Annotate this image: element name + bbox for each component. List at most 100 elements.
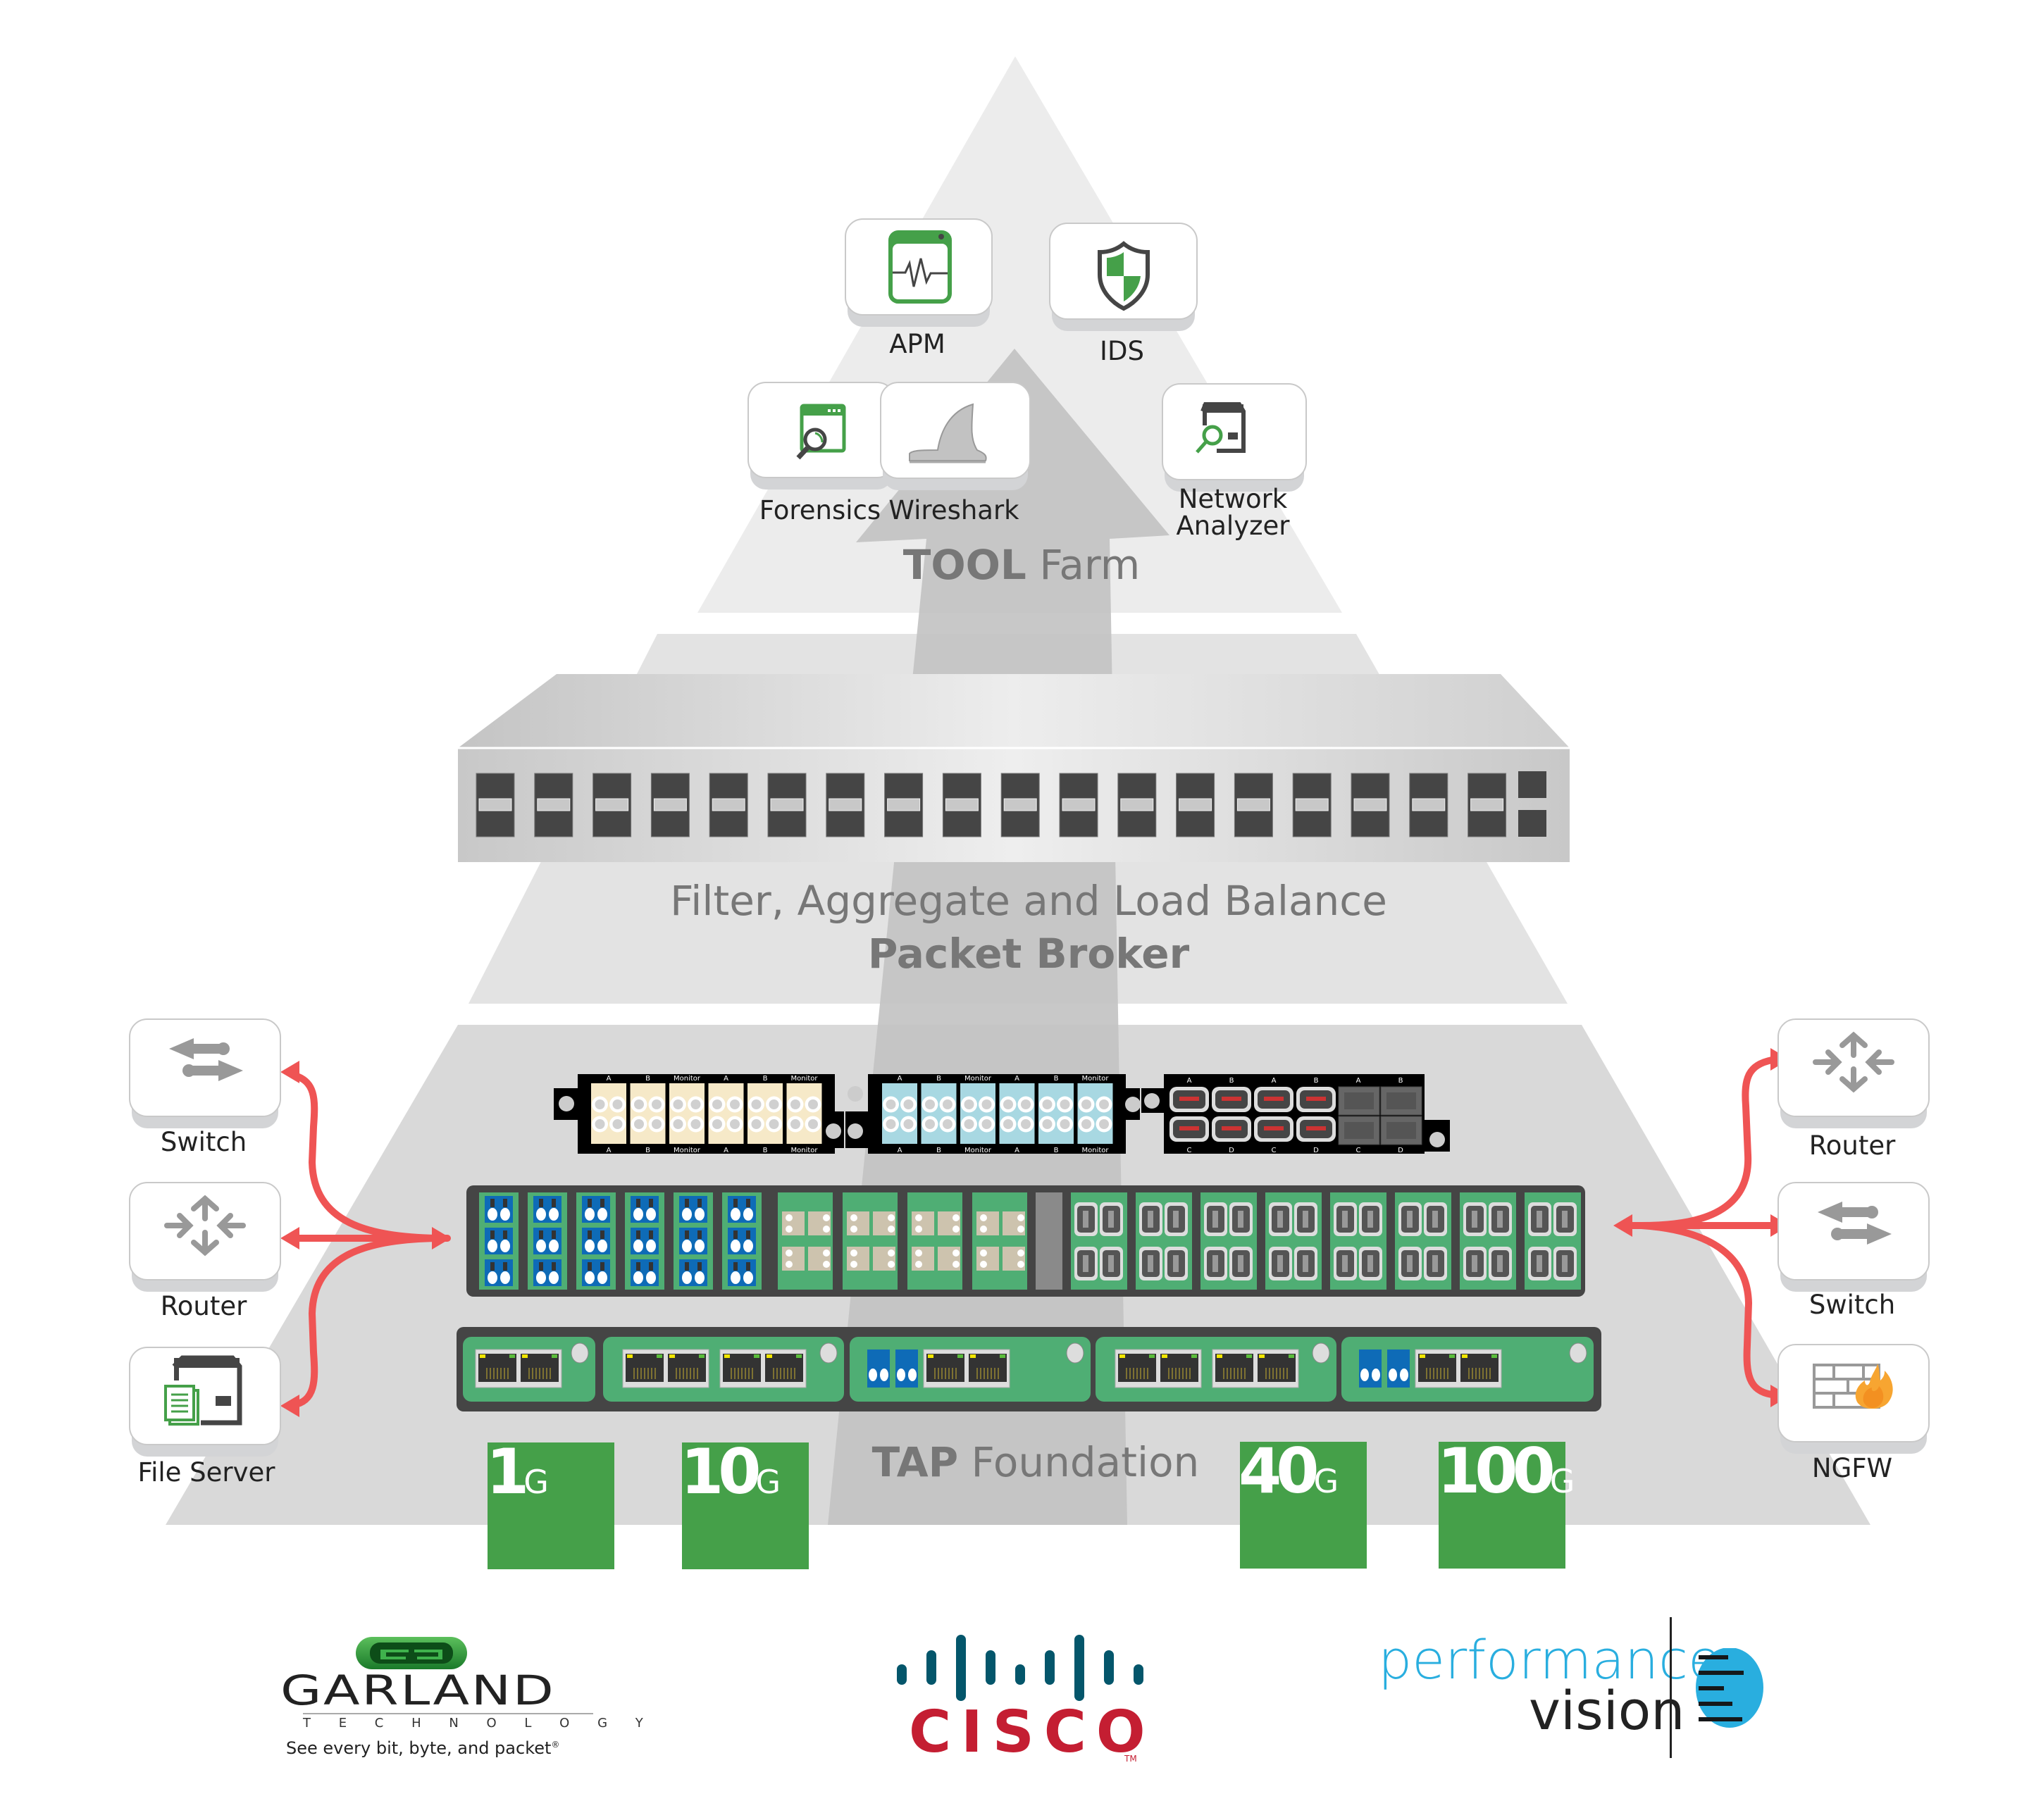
lc-adapter	[786, 1083, 822, 1144]
speed-badge-1g: 1G	[486, 1438, 614, 1569]
port-label-top: B	[645, 1075, 650, 1083]
tool-label-network-analyzer: Network Analyzer	[1148, 486, 1317, 540]
tool-label-analyzer: Analyzer	[1176, 511, 1290, 541]
port-label-top: A	[1272, 1077, 1277, 1085]
garland-emblem-icon	[356, 1637, 467, 1669]
network-analyzer-icon	[1196, 402, 1246, 454]
left-device-label-router: Router	[160, 1291, 247, 1321]
tool-tile-apm[interactable]	[845, 218, 993, 316]
port-label-top: Monitor	[1081, 1075, 1109, 1083]
performance-vision-line2: vision	[1529, 1679, 1685, 1742]
shield-icon	[1098, 241, 1150, 311]
garland-logo: GARLAND T E C H N O L O G Y See every bi…	[275, 1627, 643, 1768]
router-icon	[164, 1195, 246, 1257]
packet-broker-title: Packet Broker	[867, 930, 1190, 978]
right-device-label-router: Router	[1808, 1130, 1896, 1161]
port-label-bottom: B	[645, 1147, 650, 1154]
lc-port-pair	[1387, 1350, 1410, 1388]
lc-adapter	[591, 1083, 626, 1144]
tool-label-wireshark: Wireshark	[888, 495, 1019, 525]
garland-registered-mark: ®	[551, 1740, 560, 1750]
right-device-router[interactable]	[1777, 1018, 1930, 1117]
garland-wordmark: GARLAND	[280, 1666, 556, 1714]
port-label-bottom: B	[763, 1147, 768, 1154]
port-label-bottom: A	[898, 1147, 902, 1154]
performance-vision-divider	[1670, 1617, 1672, 1758]
tap-foundation-title: TAP Foundation	[817, 1438, 1254, 1486]
tool-label-network: Network	[1178, 484, 1288, 514]
packet-broker-rj45-port	[1518, 771, 1546, 798]
port-label-bottom: C	[1272, 1147, 1277, 1154]
port-label-top: Monitor	[964, 1075, 992, 1083]
left-device-file-server[interactable]	[129, 1347, 281, 1445]
garland-subtitle: T E C H N O L O G Y	[303, 1716, 655, 1731]
port-label-bottom: D	[1398, 1147, 1403, 1154]
tool-farm-title-bold: TOOL	[902, 541, 1026, 589]
router-icon	[1813, 1031, 1894, 1093]
performance-vision-line1: performance	[1378, 1628, 1721, 1691]
tool-farm-title: TOOL Farm	[803, 541, 1240, 589]
port-label-bottom: B	[936, 1147, 941, 1154]
port-label-top: B	[1314, 1077, 1319, 1085]
lc-adapter	[999, 1083, 1035, 1144]
right-device-label-switch: Switch	[1808, 1290, 1896, 1320]
lc-adapter	[708, 1083, 744, 1144]
tap-module-sc	[972, 1192, 1027, 1290]
port-label-bottom: B	[1054, 1147, 1059, 1154]
port-label-bottom: C	[1187, 1147, 1192, 1154]
tool-tile-forensics[interactable]	[747, 382, 895, 478]
lc-adapter	[669, 1083, 705, 1144]
packet-broker-rj45-port	[1518, 810, 1546, 837]
cisco-wordmark: CISCO	[909, 1699, 1155, 1766]
left-device-label-file-server: File Server	[137, 1457, 275, 1488]
forensics-search-icon	[796, 404, 846, 460]
tap-foundation-title-rest: Foundation	[958, 1438, 1200, 1486]
port-label-top: B	[1229, 1077, 1234, 1085]
cisco-bars-icon	[897, 1635, 1143, 1701]
tool-label-forensics: Forensics	[759, 495, 881, 525]
lc-adapter	[747, 1083, 783, 1144]
port-label-top: Monitor	[790, 1075, 818, 1083]
port-label-top: B	[936, 1075, 941, 1083]
port-label-top: A	[607, 1075, 612, 1083]
tap-module-separator	[1036, 1192, 1062, 1290]
tap-module-sc	[778, 1192, 833, 1290]
tap-module-sc	[843, 1192, 898, 1290]
port-label-top: A	[724, 1075, 728, 1083]
tool-tile-ids[interactable]	[1049, 223, 1198, 320]
tool-tile-wireshark[interactable]	[880, 382, 1031, 479]
port-label-bottom: D	[1313, 1147, 1319, 1154]
port-label-top: B	[763, 1075, 768, 1083]
tap-foundation-title-bold: TAP	[871, 1438, 959, 1486]
port-label-top: B	[1054, 1075, 1059, 1083]
tool-tile-network-analyzer[interactable]	[1162, 383, 1307, 480]
speed-100g-value: 100G	[1437, 1435, 1575, 1507]
left-device-router[interactable]	[129, 1182, 281, 1280]
speed-badge-100g: 100G	[1437, 1438, 1575, 1569]
tap-module-sc	[907, 1192, 962, 1290]
port-label-top: A	[1356, 1077, 1361, 1085]
port-label-bottom: A	[724, 1147, 728, 1154]
port-label-bottom: Monitor	[674, 1147, 701, 1154]
port-label-bottom: A	[1014, 1147, 1019, 1154]
performance-vision-logo: performance vision	[1374, 1613, 1811, 1782]
switch-icon	[169, 1038, 243, 1081]
left-device-switch[interactable]	[129, 1018, 281, 1117]
port-label-bottom: Monitor	[1081, 1147, 1109, 1154]
lc-adapter	[1077, 1083, 1113, 1144]
lc-port-pair	[867, 1350, 890, 1388]
tool-farm-title-rest: Farm	[1026, 541, 1141, 589]
packet-broker-subtitle: Filter, Aggregate and Load Balance	[670, 877, 1387, 925]
right-device-switch[interactable]	[1777, 1182, 1930, 1280]
port-label-top: A	[1187, 1077, 1192, 1085]
tool-label-apm: APM	[889, 329, 945, 359]
garland-tagline: See every bit, byte, and packet®	[286, 1738, 559, 1758]
speed-1g-value: 1G	[486, 1435, 549, 1508]
port-label-top: A	[898, 1075, 902, 1083]
speed-badge-10g: 10G	[681, 1438, 809, 1569]
lc-adapter	[630, 1083, 666, 1144]
right-device-ngfw[interactable]	[1777, 1344, 1930, 1442]
